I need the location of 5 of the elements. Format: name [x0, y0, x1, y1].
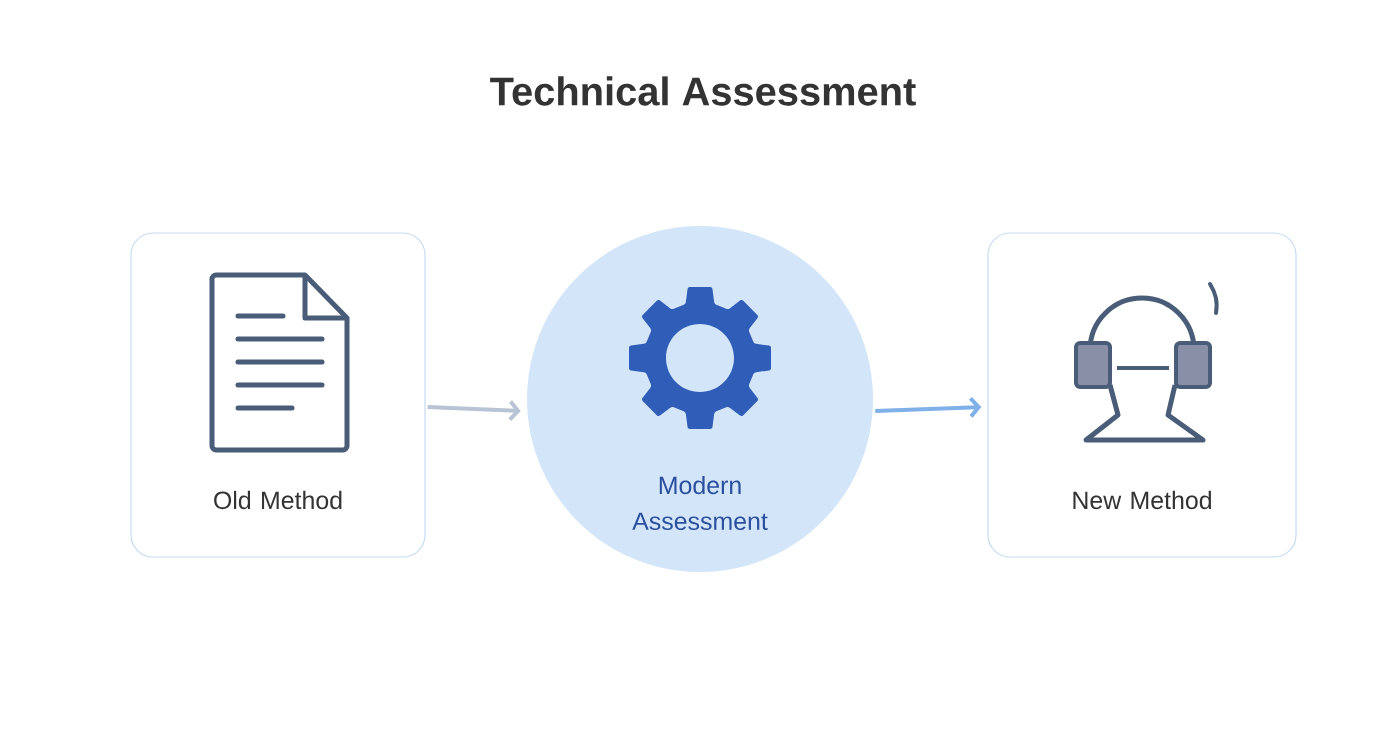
method-card: Old Method [130, 232, 426, 558]
arrow [875, 397, 982, 418]
method-card: New Method [987, 232, 1297, 558]
arrow [427, 400, 521, 421]
title: Technical Assessment [490, 76, 916, 106]
